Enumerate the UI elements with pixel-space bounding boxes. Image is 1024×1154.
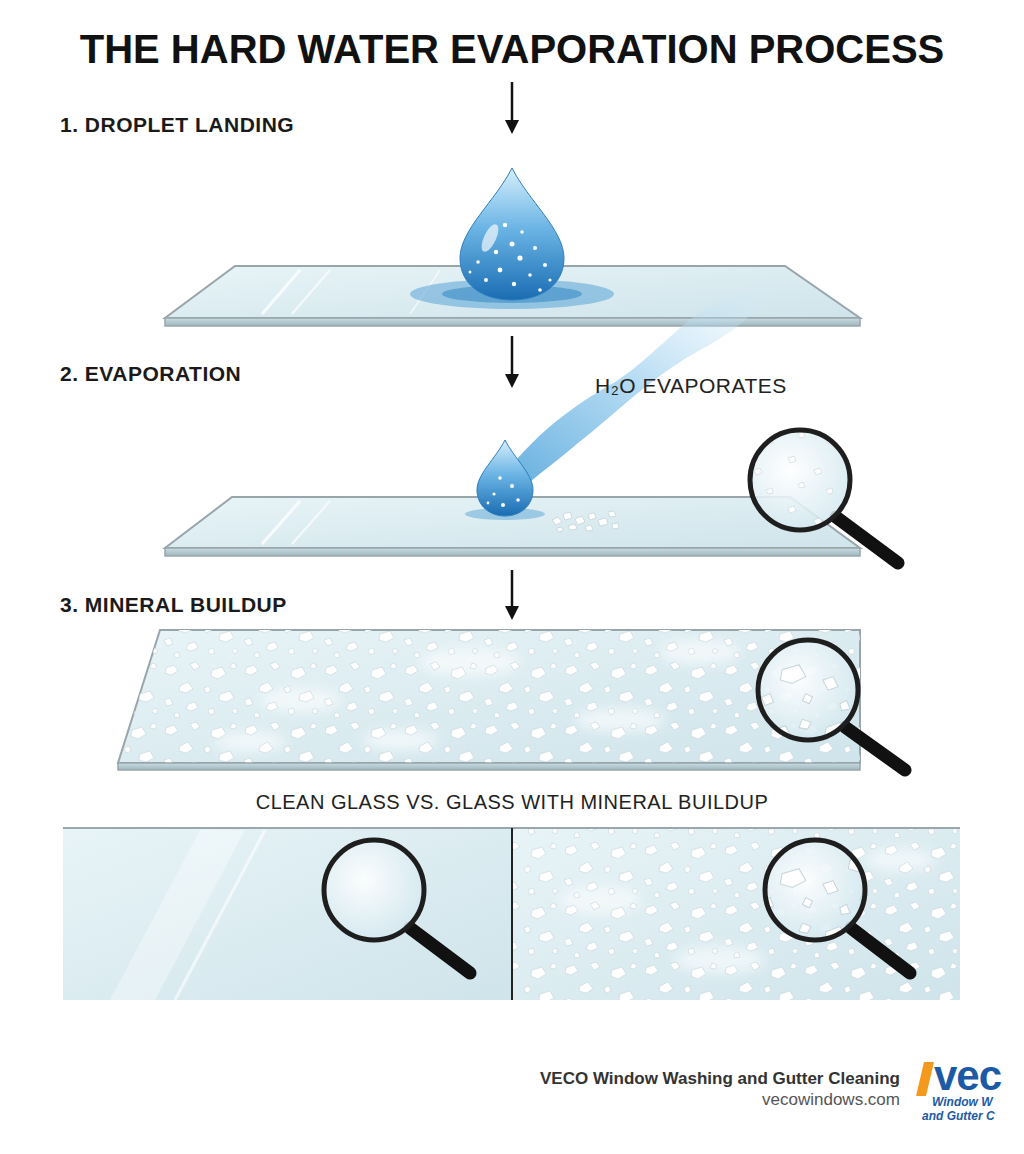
glass-highlight xyxy=(175,830,265,1000)
comparison-panel xyxy=(63,828,960,1000)
water-droplet xyxy=(465,440,545,520)
logo-text: vec xyxy=(934,1052,1001,1100)
step-heading: 2. EVAPORATION xyxy=(60,362,241,386)
glass-highlight xyxy=(292,270,330,314)
magnifier-lens xyxy=(758,640,858,740)
magnifying-glass xyxy=(765,840,910,973)
comparison-caption: CLEAN GLASS VS. GLASS WITH MINERAL BUILD… xyxy=(0,791,1024,814)
magnifier-rim xyxy=(758,640,858,740)
droplet-highlight xyxy=(478,222,502,254)
arrow-head xyxy=(505,606,519,620)
flow-arrow xyxy=(511,336,514,376)
glass-highlight xyxy=(292,501,330,544)
magnifier-rim xyxy=(750,430,850,530)
magnifier-lens xyxy=(765,840,865,940)
droplet-shape xyxy=(477,440,533,516)
magnifier-lens xyxy=(324,840,424,940)
glass-pane xyxy=(118,630,860,770)
dirty-glass xyxy=(512,828,960,1000)
dissolved-minerals xyxy=(469,223,552,292)
glass-edge xyxy=(118,763,860,770)
magnifier-handle xyxy=(845,727,905,770)
flow-arrow xyxy=(511,570,514,608)
mineral-buildup xyxy=(118,630,860,763)
magnifier-handle xyxy=(410,928,470,973)
diagram-title: THE HARD WATER EVAPORATION PROCESS xyxy=(0,26,1024,72)
logo-text: and Gutter C xyxy=(922,1110,995,1124)
flow-arrow xyxy=(511,82,514,122)
logo-text: Window W xyxy=(932,1096,993,1110)
mineral-deposit xyxy=(552,511,619,532)
arrow-head xyxy=(505,120,519,134)
glass-highlight xyxy=(262,501,300,544)
magnifier-lens xyxy=(750,430,850,530)
company-name: VECO Window Washing and Gutter Cleaning xyxy=(300,1069,900,1089)
glass-highlight xyxy=(110,830,245,1000)
magnified-minerals xyxy=(765,840,865,940)
magnifier-handle xyxy=(851,928,910,973)
magnified-minerals xyxy=(758,640,858,740)
glass-edge xyxy=(165,318,860,326)
mineral-buildup xyxy=(512,828,960,1000)
glass-surface xyxy=(118,630,860,763)
panel-divider xyxy=(511,828,513,1000)
annotation-label: H₂O EVAPORATES xyxy=(595,374,787,398)
magnifying-glass xyxy=(324,840,470,973)
magnifier-handle xyxy=(836,517,898,563)
step-heading: 3. MINERAL BUILDUP xyxy=(60,593,287,617)
magnifier-rim xyxy=(765,840,865,940)
dissolved-minerals xyxy=(487,476,520,507)
arrow-head xyxy=(505,374,519,388)
glass-edge xyxy=(165,548,860,556)
magnified-minerals xyxy=(750,430,850,530)
clean-glass xyxy=(63,828,512,1000)
glass-highlight xyxy=(262,270,300,314)
water-droplet xyxy=(410,168,614,309)
website-url: vecowindows.com xyxy=(300,1090,900,1110)
magnifying-glass xyxy=(750,430,898,563)
droplet-shape xyxy=(460,168,564,300)
logo-slash xyxy=(916,1062,934,1096)
magnifier-rim xyxy=(324,840,424,940)
magnifying-glass xyxy=(758,640,905,770)
step-heading: 1. DROPLET LANDING xyxy=(60,113,294,137)
